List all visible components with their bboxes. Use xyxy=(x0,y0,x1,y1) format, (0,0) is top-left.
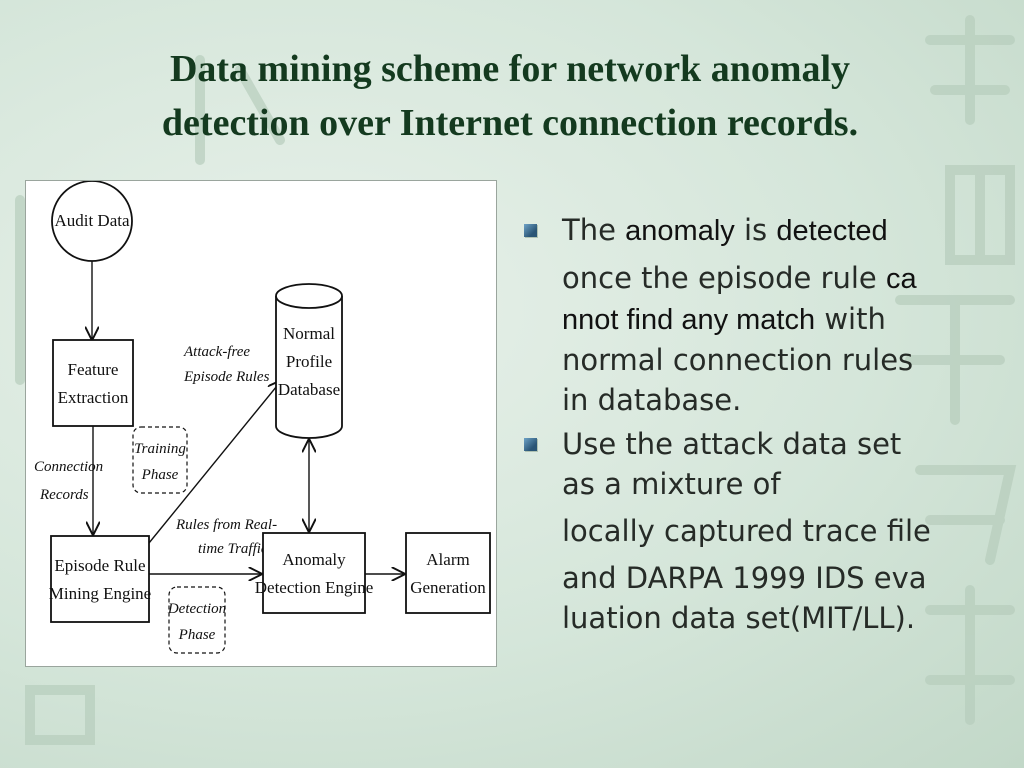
bullet-list: The anomaly is detected once the episode… xyxy=(520,210,1010,638)
bullet-square-icon xyxy=(524,438,537,451)
label-training-phase: Training Phase xyxy=(132,426,188,494)
label-attack-free-rules: Attack-free xyxy=(183,344,250,360)
svg-text:Database: Database xyxy=(278,380,340,399)
svg-text:Anomaly: Anomaly xyxy=(282,550,346,569)
label-realtime-rules: Rules from Real- xyxy=(175,517,277,533)
label-connection-records: Connection xyxy=(34,459,103,475)
title-line-2: detection over Internet connection recor… xyxy=(161,102,859,144)
svg-text:Training: Training xyxy=(134,441,186,457)
svg-text:Feature: Feature xyxy=(68,360,119,379)
svg-text:Mining Engine: Mining Engine xyxy=(49,584,151,603)
svg-text:Generation: Generation xyxy=(410,578,486,597)
bullet-1-line-2: once the episode rule ca xyxy=(562,261,917,295)
svg-text:Phase: Phase xyxy=(178,627,216,643)
node-normal-profile-database: Normal Profile Database xyxy=(275,283,343,439)
svg-text:Records: Records xyxy=(39,487,89,503)
bullet-2-line-1: Use the attack data set xyxy=(562,427,902,461)
svg-text:Episode Rules: Episode Rules xyxy=(183,369,270,385)
data-mining-diagram: Audit Data Feature Extraction Connection… xyxy=(25,180,497,667)
svg-text:Detection: Detection xyxy=(167,601,226,617)
bullet-2-line-3: locally captured trace file xyxy=(562,514,931,548)
svg-text:Detection Engine: Detection Engine xyxy=(255,578,374,597)
svg-text:Normal: Normal xyxy=(283,324,335,343)
node-feature-extraction: Feature Extraction xyxy=(52,339,134,427)
arrow-episode-to-database xyxy=(148,381,281,544)
svg-text:Episode Rule: Episode Rule xyxy=(54,556,145,575)
slide-title: Data mining scheme for network anomaly d… xyxy=(60,42,960,150)
bullet-item: The anomaly is detected once the episode… xyxy=(520,210,1010,420)
node-alarm-generation: Alarm Generation xyxy=(405,532,491,614)
audit-data-label: Audit Data xyxy=(54,211,130,230)
label-detection-phase: Detection Phase xyxy=(167,586,226,654)
node-audit-data: Audit Data xyxy=(51,181,133,262)
svg-text:Profile: Profile xyxy=(286,352,332,371)
bullet-2-line-4: and DARPA 1999 IDS eva xyxy=(562,561,927,595)
svg-text:time Traffic: time Traffic xyxy=(198,541,268,557)
node-episode-rule-mining-engine: Episode Rule Mining Engine xyxy=(49,535,151,623)
node-anomaly-detection-engine: Anomaly Detection Engine xyxy=(255,532,374,614)
svg-text:Phase: Phase xyxy=(141,467,179,483)
title-line-1: Data mining scheme for network anomaly xyxy=(169,48,851,90)
bullet-2-line-2: as a mixture of xyxy=(562,467,781,501)
bullet-item: Use the attack data set as a mixture of … xyxy=(520,424,1010,638)
bullet-2-line-5: luation data set(MIT/LL). xyxy=(562,601,916,635)
bullet-1-line-5: in database. xyxy=(562,383,742,417)
bullet-1-line-4: normal connection rules xyxy=(562,343,914,377)
bullet-square-icon xyxy=(524,224,537,237)
svg-text:Extraction: Extraction xyxy=(58,388,129,407)
bullet-1-line-3: nnot find any match with xyxy=(562,302,886,336)
bullet-1-line-1: The anomaly is detected xyxy=(562,213,888,247)
svg-text:Alarm: Alarm xyxy=(426,550,469,569)
